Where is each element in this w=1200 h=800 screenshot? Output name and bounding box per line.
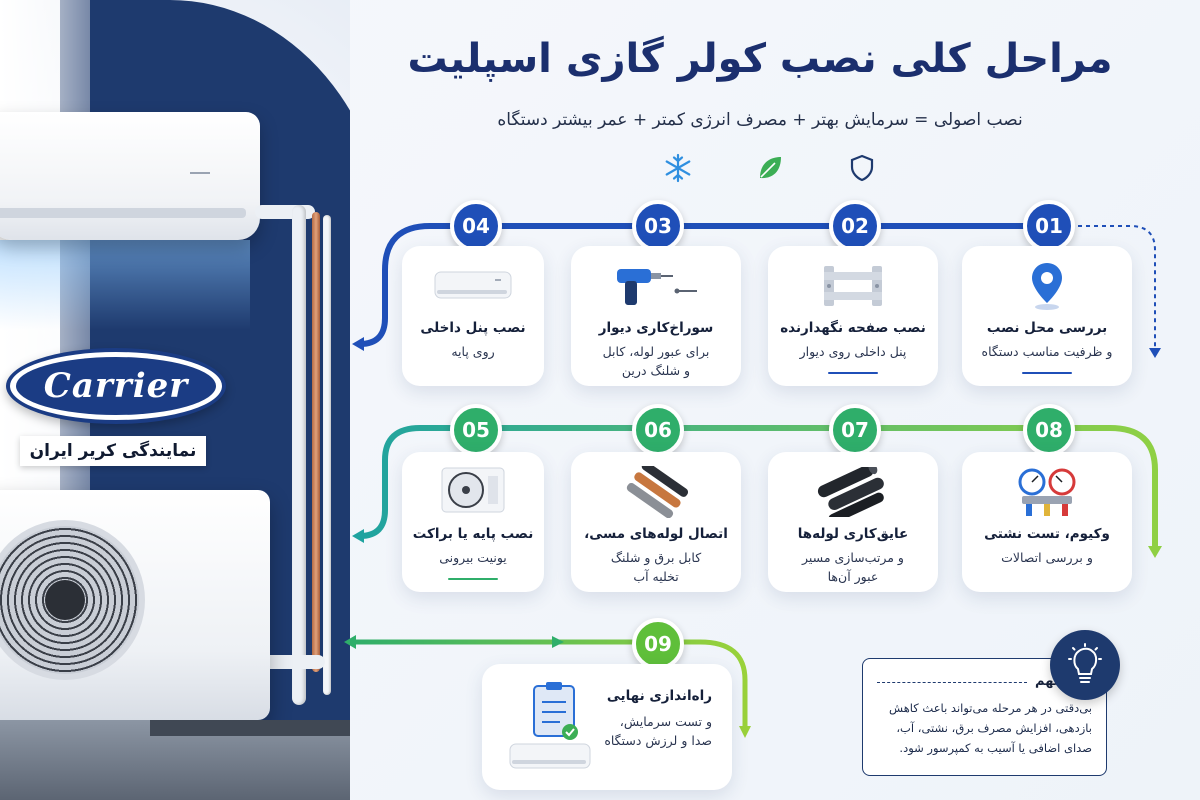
- step-badge-02: 02: [829, 200, 881, 252]
- drill-icon: [571, 260, 741, 312]
- step-desc-06-line2: تخلیه آب: [633, 569, 679, 585]
- step-underline-05: [448, 578, 498, 580]
- step-desc-01-line1: و ظرفیت مناسب دستگاه: [981, 344, 1113, 359]
- step-title-04: نصب پنل داخلی: [420, 320, 526, 336]
- outdoor-unit-image: [0, 490, 270, 720]
- step-badge-03: 03: [632, 200, 684, 252]
- step-desc-09: و تست سرمایش، صدا و لرزش دستگاه: [492, 712, 722, 751]
- checklist-icon: [506, 682, 602, 774]
- step-title-01: بررسی محل نصب: [986, 320, 1108, 336]
- step-card-08: وکیوم، تست نشتی و بررسی اتصالات: [962, 452, 1132, 592]
- step-badge-05: 05: [450, 404, 502, 456]
- step-badge-09: 09: [632, 618, 684, 670]
- lightbulb-icon: [1050, 630, 1120, 700]
- snowflake-icon: [660, 150, 696, 186]
- insulation-icon: [768, 466, 938, 518]
- step-card-04: نصب پنل داخلی روی پایه: [402, 246, 544, 386]
- note-line-3: صدای اضافی یا آسیب به کمپرسور شود.: [899, 741, 1092, 755]
- dealer-label: نمایندگی کریر ایران: [20, 436, 206, 466]
- mounting-bracket: [150, 720, 350, 736]
- step-badge-07: 07: [829, 404, 881, 456]
- step-desc-02-line1: پنل داخلی روی دیوار: [799, 344, 907, 359]
- step-title-03: سوراخ‌کاری دیوار: [598, 320, 714, 336]
- step-desc-03-line2: و شلنگ درین: [621, 363, 691, 379]
- copper-pipe: [312, 212, 320, 672]
- step-badge-04: 04: [450, 200, 502, 252]
- pipe-cover: [292, 205, 306, 705]
- brand-logo-text: Carrier: [16, 357, 216, 415]
- wall-plate-icon: [768, 260, 938, 312]
- step-desc-04-line1: روی پایه: [451, 344, 495, 359]
- gauge-manifold-icon: [962, 466, 1132, 518]
- step-badge-01: 01: [1023, 200, 1075, 252]
- step-desc-06: کابل برق و شلنگ تخلیه آب: [579, 548, 733, 587]
- step-desc-08-line1: و بررسی اتصالات: [1001, 550, 1093, 565]
- step-desc-05: یونیت بیرونی: [410, 548, 536, 567]
- note-line-2: بازدهی، افزایش مصرف برق، نشتی، آب،: [896, 720, 1092, 735]
- step-card-03: سوراخ‌کاری دیوار برای عبور لوله، کابل و …: [571, 246, 741, 386]
- step-desc-01: و ظرفیت مناسب دستگاه: [970, 342, 1124, 361]
- fan-hub: [45, 580, 85, 620]
- note-line-1: بی‌دقتی در هر مرحله می‌تواند باعث کاهش: [889, 700, 1092, 715]
- step-desc-05-line1: یونیت بیرونی: [439, 550, 507, 565]
- step-title-08: وکیوم، تست نشتی: [984, 526, 1110, 542]
- note-divider: [877, 681, 1028, 683]
- step-badge-08: 08: [1023, 404, 1075, 456]
- copper-pipes-icon: [571, 466, 741, 518]
- step-desc-07: و مرتب‌سازی مسیر عبور آن‌ها: [776, 548, 930, 587]
- step-desc-08: و بررسی اتصالات: [970, 548, 1124, 567]
- page-subtitle: نصب اصولی = سرمایش بهتر + مصرف انرژی کمت…: [497, 110, 1023, 130]
- step-card-01: بررسی محل نصب و ظرفیت مناسب دستگاه: [962, 246, 1132, 386]
- pipe-horizontal-bottom: [255, 655, 325, 669]
- header-icon-row: [660, 150, 880, 186]
- pipe-insulated: [323, 215, 331, 695]
- shield-icon: [844, 150, 880, 186]
- page-title: مراحل کلی نصب کولر گازی اسپلیت: [407, 36, 1113, 82]
- step-title-07: عایق‌کاری لوله‌ها: [797, 526, 909, 542]
- step-title-09: راه‌اندازی نهایی: [606, 688, 712, 704]
- step-title-02: نصب صفحه نگهدارنده: [780, 320, 926, 336]
- step-card-09: راه‌اندازی نهایی و تست سرمایش، صدا و لرز…: [482, 664, 732, 790]
- step-desc-09-line1: و تست سرمایش،: [619, 714, 712, 729]
- step-desc-07-line2: عبور آن‌ها: [827, 569, 879, 585]
- step-card-05: نصب پایه یا براکت یونیت بیرونی: [402, 452, 544, 592]
- location-pin-icon: [962, 260, 1132, 312]
- step-title-06: اتصال لوله‌های مسی،: [584, 526, 728, 542]
- step-desc-03: برای عبور لوله، کابل و شلنگ درین: [579, 342, 733, 381]
- step-badge-06: 06: [632, 404, 684, 456]
- step-desc-07-line1: و مرتب‌سازی مسیر: [802, 550, 904, 565]
- indoor-unit-image: [0, 112, 260, 240]
- indoor-unit-icon: [402, 260, 544, 312]
- step-title-05: نصب پایه یا براکت: [412, 526, 534, 542]
- product-photo: Carrier نمایندگی کریر ایران: [0, 0, 350, 800]
- step-card-02: نصب صفحه نگهدارنده پنل داخلی روی دیوار: [768, 246, 938, 386]
- step-desc-06-line1: کابل برق و شلنگ: [610, 550, 702, 565]
- step-desc-09-line2: صدا و لرزش دستگاه: [604, 733, 712, 749]
- pipe-horizontal-top: [255, 205, 315, 219]
- cool-airflow: [0, 240, 250, 330]
- step-desc-02: پنل داخلی روی دیوار: [776, 342, 930, 361]
- step-desc-03-line1: برای عبور لوله، کابل: [602, 344, 710, 359]
- step-underline-01: [1022, 372, 1072, 374]
- step-card-06: اتصال لوله‌های مسی، کابل برق و شلنگ تخلی…: [571, 452, 741, 592]
- step-card-07: عایق‌کاری لوله‌ها و مرتب‌سازی مسیر عبور …: [768, 452, 938, 592]
- outdoor-unit-icon: [402, 466, 544, 518]
- step-desc-04: روی پایه: [410, 342, 536, 361]
- step-underline-02: [828, 372, 878, 374]
- leaf-icon: [752, 150, 788, 186]
- brand-logo: Carrier: [6, 348, 226, 424]
